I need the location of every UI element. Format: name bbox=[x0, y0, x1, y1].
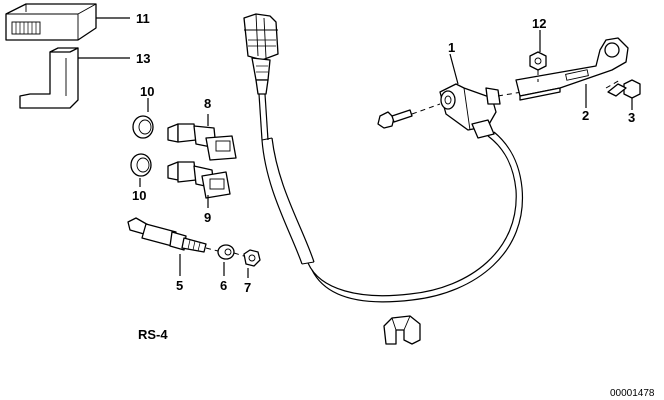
model-code-label: RS-4 bbox=[138, 327, 168, 342]
drawing-number: 00001478 bbox=[610, 388, 655, 399]
callout-9: 9 bbox=[204, 210, 211, 225]
callout-10-lower: 10 bbox=[132, 188, 146, 203]
temperature-sender-part-9 bbox=[167, 161, 231, 208]
callout-11: 11 bbox=[136, 11, 150, 26]
washer-part-6 bbox=[205, 244, 235, 276]
callout-12: 12 bbox=[532, 16, 546, 31]
temperature-sender-part-8 bbox=[167, 114, 237, 161]
cable-harness bbox=[243, 13, 524, 303]
callout-5: 5 bbox=[176, 278, 183, 293]
cable-clip bbox=[383, 315, 421, 345]
sensor-part-1 bbox=[377, 53, 523, 139]
control-module-part-11 bbox=[5, 3, 130, 41]
bracket-part-13 bbox=[19, 47, 130, 109]
callout-6: 6 bbox=[220, 278, 227, 293]
callout-8: 8 bbox=[204, 96, 211, 111]
nut-part-12 bbox=[529, 30, 547, 82]
callout-7: 7 bbox=[244, 280, 251, 295]
sealing-ring-part-10-lower bbox=[130, 153, 152, 187]
callout-2: 2 bbox=[582, 108, 589, 123]
sensor-part-5 bbox=[127, 217, 207, 276]
bolt-part-3 bbox=[605, 79, 641, 110]
callout-3: 3 bbox=[628, 110, 635, 125]
callout-10-upper: 10 bbox=[140, 84, 154, 99]
sealing-ring-part-10-upper bbox=[132, 98, 154, 139]
bracket-part-2 bbox=[515, 37, 629, 108]
callout-1: 1 bbox=[448, 40, 455, 55]
nut-part-7 bbox=[233, 249, 261, 278]
callout-13: 13 bbox=[136, 51, 150, 66]
